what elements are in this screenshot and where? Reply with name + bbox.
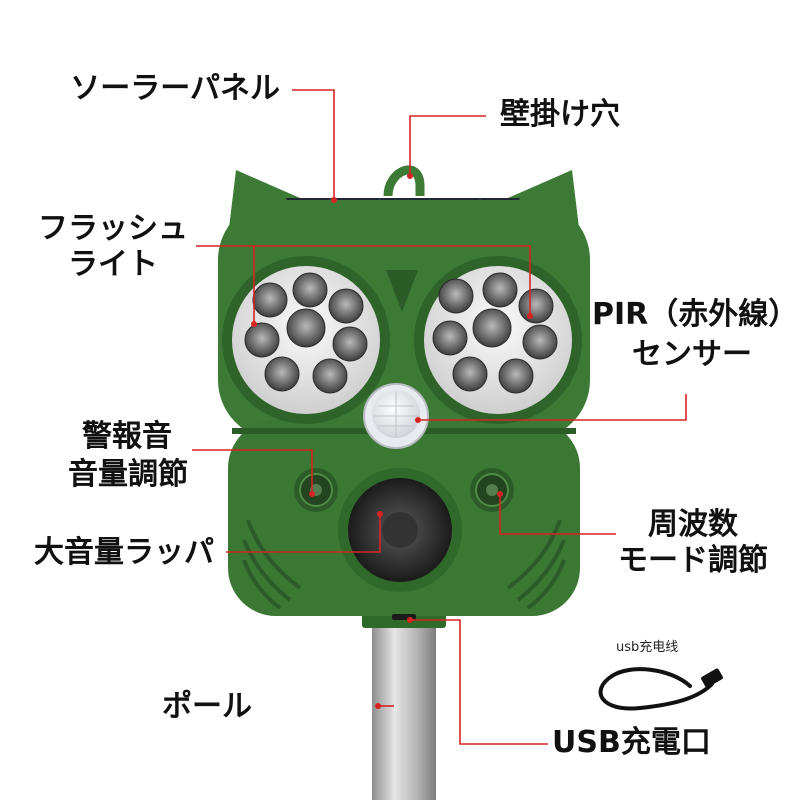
leader-lines [192, 89, 687, 745]
label-speaker: 大音量ラッパ [34, 535, 214, 570]
label-usb-port: USB充電口 [552, 725, 711, 760]
frequency-mode-knob[interactable] [470, 468, 514, 512]
label-usb-cable: usb充电线 [616, 640, 679, 655]
hanging-hook [383, 165, 425, 197]
usb-plug [701, 668, 723, 688]
side-ribs-left [242, 519, 302, 610]
side-ribs-right [506, 519, 566, 610]
pir-sensor [363, 383, 429, 449]
pole [372, 620, 436, 800]
label-pir-sensor-line1: PIR（赤外線） [592, 297, 799, 332]
label-alarm-volume-line2: 音量調節 [68, 457, 188, 492]
alarm-volume-knob[interactable] [294, 468, 338, 512]
label-solar-panel: ソーラーパネル [70, 71, 280, 106]
label-flash-light-line2: ライト [68, 247, 158, 282]
label-frequency-mode-line1: 周波数 [648, 507, 738, 542]
label-pole: ポール [162, 689, 252, 724]
speaker [338, 468, 462, 592]
label-flash-light-line1: フラッシュ [38, 211, 188, 246]
label-frequency-mode-line2: モード調節 [618, 543, 768, 578]
beak [386, 270, 418, 312]
label-pir-sensor-line2: センサー [632, 337, 752, 372]
leader-dots [251, 173, 533, 709]
flash-light-right [414, 256, 582, 424]
usb-cable-icon [598, 667, 714, 711]
label-alarm-volume-line1: 警報音 [82, 419, 172, 454]
label-hanging-hole: 壁掛け穴 [500, 97, 620, 132]
flash-light-left [222, 256, 390, 424]
